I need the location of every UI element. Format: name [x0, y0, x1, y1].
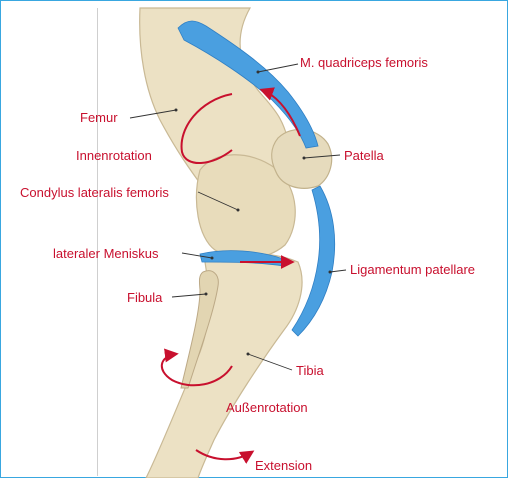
label-patella: Patella: [344, 148, 384, 163]
label-fibula: Fibula: [127, 290, 162, 305]
label-aussenrotation: Außenrotation: [226, 400, 308, 415]
label-innenrotation: Innenrotation: [76, 148, 152, 163]
label-ligamentum: Ligamentum patellare: [350, 262, 475, 277]
label-condylus: Condylus lateralis femoris: [20, 185, 169, 200]
label-tibia: Tibia: [296, 363, 324, 378]
label-quadriceps: M. quadriceps femoris: [300, 55, 428, 70]
tibia-bone: [146, 254, 302, 478]
label-femur: Femur: [80, 110, 118, 125]
label-extension: Extension: [255, 458, 312, 473]
patellar-ligament: [292, 186, 335, 336]
label-meniskus: lateraler Meniskus: [53, 246, 159, 261]
